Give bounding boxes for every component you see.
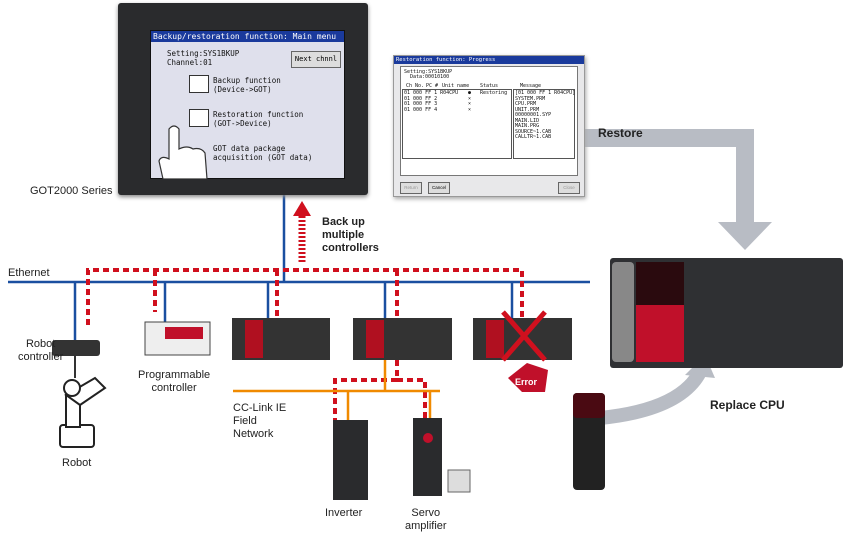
package-sub: acquisition (GOT data)	[213, 153, 313, 162]
backup-label: Back up multiple controllers	[322, 216, 379, 254]
servo-motor	[447, 469, 471, 493]
plc-rack-3	[473, 310, 572, 392]
dialog-data: Data:00010100	[410, 74, 450, 80]
cpu-module-top	[573, 393, 605, 418]
col-pc: PC #	[426, 83, 439, 89]
table-row[interactable]: 01 000 FF 3 ×	[404, 101, 471, 108]
progress-dialog: Restoration function: Progress Setting:S…	[393, 55, 585, 197]
servo-indicator	[423, 433, 433, 443]
row-status: Restoring	[480, 90, 508, 96]
dialog-body	[400, 66, 578, 176]
cclink-drops	[346, 360, 432, 420]
backup-sub: (Device->GOT)	[213, 85, 272, 94]
col-message: Message	[520, 83, 542, 89]
plc-rack-large	[610, 258, 843, 368]
error-label: Error	[515, 377, 538, 387]
package-function-button[interactable]: GOT data package	[213, 144, 286, 153]
table-row[interactable]: 01 000 FF 4 ×	[404, 106, 471, 114]
status-mark: ×	[468, 106, 472, 113]
restore-arrow	[585, 129, 754, 225]
error-cross-icon	[501, 310, 547, 362]
error-badge	[508, 363, 548, 392]
channel-text: Channel:01	[167, 58, 213, 67]
col-ch: Ch No.	[406, 83, 425, 89]
message-line: 00000001.SYP	[515, 112, 552, 118]
restore-arrow-head	[718, 222, 772, 250]
row-channel: 01 000 FF 3	[404, 101, 438, 107]
backup-function-button[interactable]: Backup function	[213, 76, 281, 85]
cclink-label: CC-Link IE Field Network	[233, 402, 287, 440]
inverter	[333, 420, 368, 500]
screen-title: Backup/restoration function: Main menu	[151, 31, 344, 42]
restoration-sub: (GOT->Device)	[213, 119, 272, 128]
row-channel: 01 000 FF 2	[404, 95, 438, 102]
robot-controller-label: Robot controller	[18, 338, 64, 363]
col-status: Status	[480, 83, 499, 89]
plc-rack-1	[232, 318, 330, 360]
col-unit: Unit name	[442, 83, 470, 89]
dialog-setting: Setting:SYS1BKUP	[404, 69, 453, 75]
replace-cpu-label: Replace CPU	[710, 398, 785, 412]
setting-text: Setting:SYS1BKUP	[167, 49, 240, 58]
servo-label: Servo amplifier	[405, 507, 447, 532]
got-screen: Backup/restoration function: Main menu S…	[150, 30, 345, 179]
dialog-title: Restoration function: Progress	[394, 56, 584, 64]
status-mark: ×	[468, 101, 472, 107]
programmable-controller-display	[165, 327, 203, 339]
programmable-controller-label: Programmable controller	[138, 369, 211, 394]
ethernet-label: Ethernet	[8, 267, 50, 279]
message-line: [01 000 FF 1 R04CPU]	[515, 90, 576, 96]
close-button[interactable]: Close	[558, 182, 580, 194]
restoration-function-button[interactable]: Restoration function	[213, 110, 304, 119]
backup-arrow-head	[293, 201, 311, 216]
next-channel-button[interactable]: Next chnnl	[291, 51, 341, 68]
status-mark: ×	[468, 95, 472, 102]
replace-arrow	[599, 368, 707, 425]
inverter-label: Inverter	[325, 507, 363, 519]
message-line: SYSTEM.PRM	[515, 95, 546, 102]
robot	[59, 376, 107, 448]
plc-rack-2	[353, 318, 452, 360]
message-line: SOURCE~1.CAB	[515, 128, 552, 135]
message-line: UNIT.PRM	[515, 106, 540, 113]
message-line: MAIN.PRG	[515, 123, 540, 129]
status-mark: ●	[468, 90, 472, 96]
table-row[interactable]: 01 000 FF 1 R04CPU ● Restoring	[404, 90, 507, 97]
hand-pointer-icon	[158, 125, 208, 179]
return-button[interactable]: Return	[400, 182, 422, 194]
message-line: CALLTR~1.CAB	[515, 134, 552, 140]
row-channel: 01 000 FF 1 R04CPU	[404, 90, 459, 96]
restore-icon[interactable]	[189, 109, 209, 127]
robot-label: Robot	[62, 457, 92, 469]
unit-list-box	[402, 89, 512, 159]
message-box	[513, 89, 575, 159]
table-row[interactable]: 01 000 FF 2 ×	[404, 95, 471, 103]
got-series-label: GOT2000 Series	[30, 185, 113, 197]
robot-controller	[52, 340, 100, 356]
ethernet-drops	[73, 282, 514, 340]
message-line: MAIN.LID	[515, 117, 540, 124]
row-channel: 01 000 FF 4	[404, 106, 438, 113]
servo-amplifier	[413, 418, 442, 496]
restore-label: Restore	[598, 126, 643, 140]
backup-icon[interactable]	[189, 75, 209, 93]
message-line: CPU.PRM	[515, 101, 537, 107]
cancel-button[interactable]: Cancel	[428, 182, 450, 194]
